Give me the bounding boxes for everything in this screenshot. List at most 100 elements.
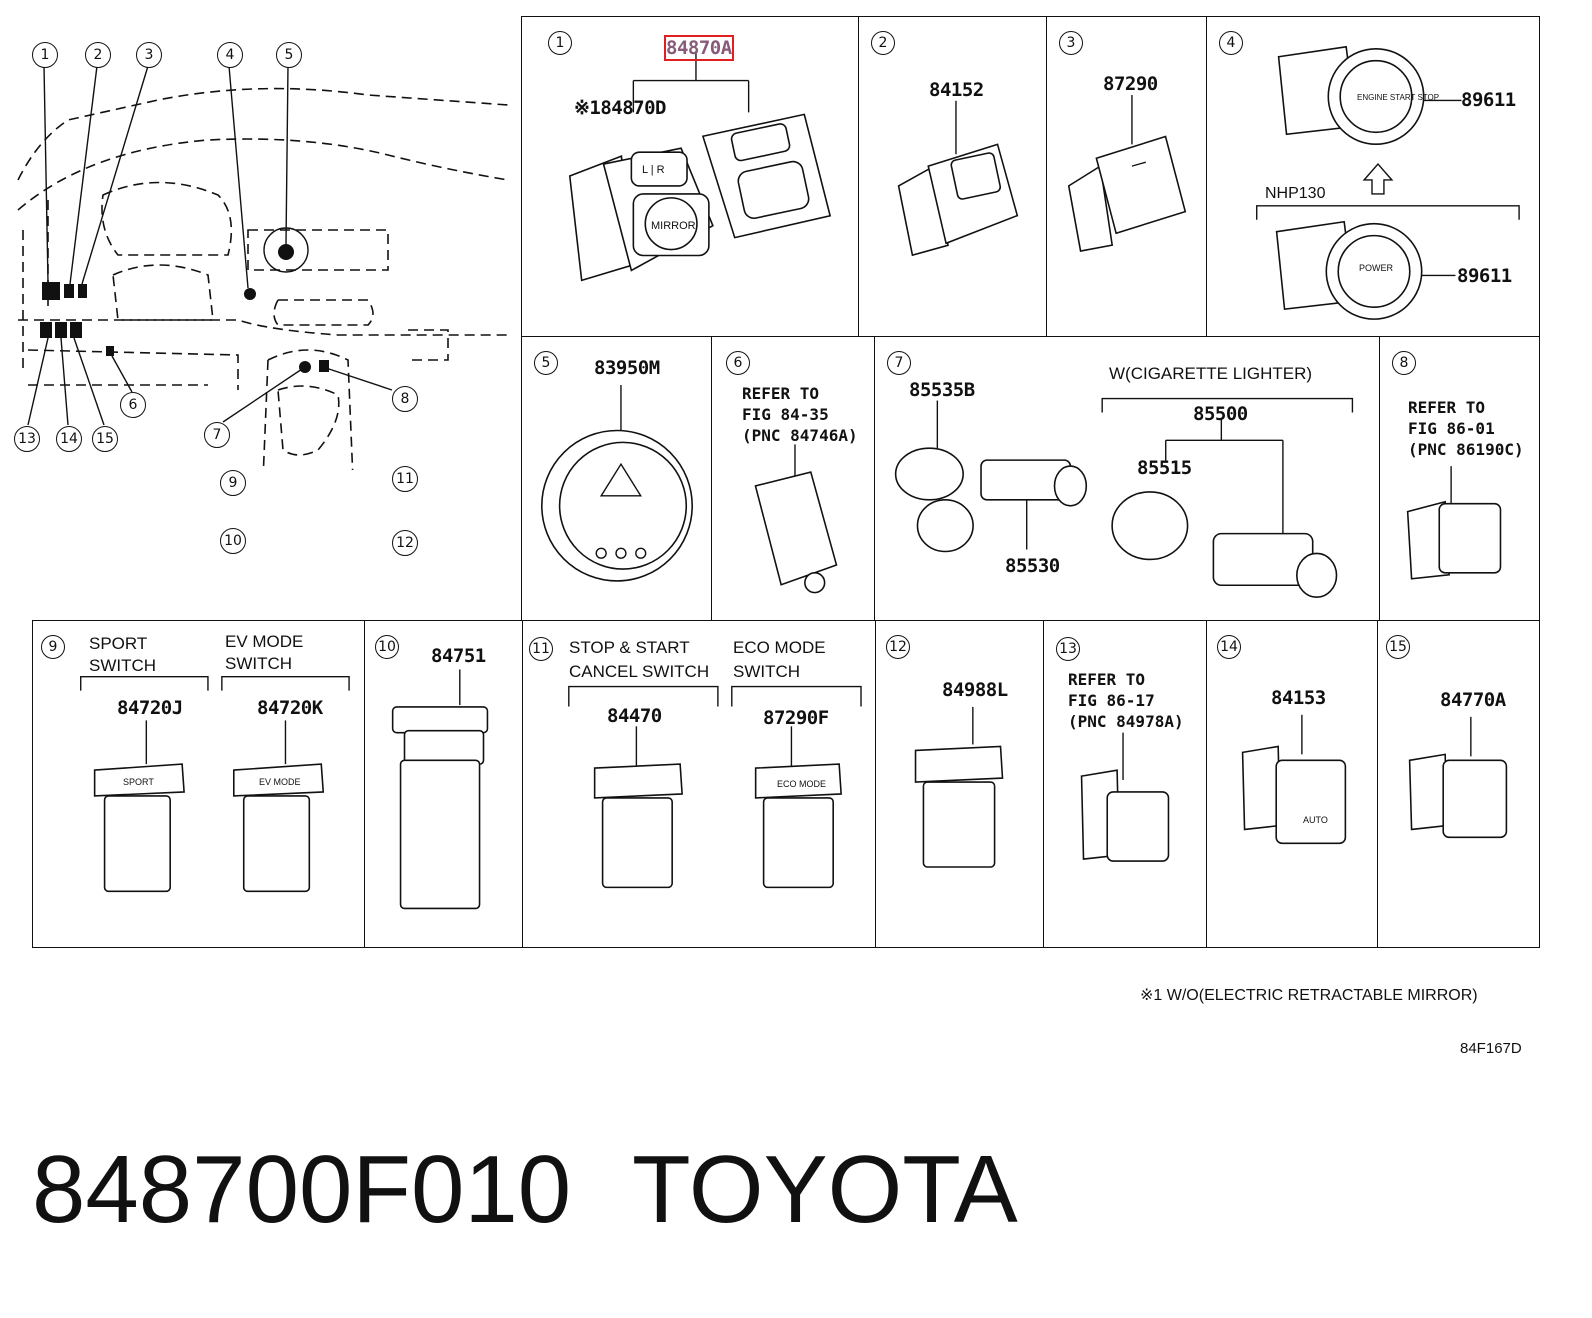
overview-callout-8: 8 — [392, 386, 418, 412]
variant-label-nhp130: NHP130 — [1265, 185, 1326, 202]
title-part-number: 848700F010 — [32, 1136, 572, 1243]
panel-1-index: 1 — [548, 31, 572, 55]
panel-9-index: 9 — [41, 635, 65, 659]
part-number-84720K[interactable]: 84720K — [257, 697, 323, 719]
mirror-lr-label: L | R — [642, 164, 665, 176]
part-number-87290[interactable]: 87290 — [1103, 73, 1158, 95]
part-number-89611-bottom[interactable]: 89611 — [1457, 265, 1512, 287]
panel-15-index: 15 — [1386, 635, 1410, 659]
panel-10: 10 84751 — [364, 620, 524, 948]
eco-mode-switch-label-line1: ECO MODE — [733, 638, 826, 657]
drawing-code: 84F167D — [1460, 1040, 1522, 1057]
panel-14-headlamp-switch: 14 84153 AUTO — [1206, 620, 1379, 948]
cigarette-lighter-drawing — [894, 397, 1354, 598]
panel-7-index: 7 — [887, 351, 911, 375]
power-button-label: POWER — [1359, 263, 1394, 273]
switch-ref-84978A-drawing — [1080, 732, 1170, 862]
panel-2: 2 84152 — [858, 16, 1048, 338]
part-number-85535B[interactable]: 85535B — [909, 379, 975, 401]
panel-5-hazard-switch: 5 83950M — [521, 336, 713, 622]
part-number-84751[interactable]: 84751 — [431, 645, 486, 667]
panel-4-index: 4 — [1219, 31, 1243, 55]
overview-callout-4: 4 — [217, 42, 243, 68]
overview-callout-1: 1 — [32, 42, 58, 68]
panel-13-ref-line1: REFER TO — [1068, 670, 1146, 689]
panel-13-ref-line2[interactable]: FIG 86-17 — [1068, 691, 1155, 710]
part-number-85530[interactable]: 85530 — [1005, 555, 1060, 577]
overview-callout-9: 9 — [220, 470, 246, 496]
overview-callout-6: 6 — [120, 392, 146, 418]
panel-15: 15 84770A — [1377, 620, 1540, 948]
panel-8-index: 8 — [1392, 351, 1416, 375]
panel-6: 6 REFER TO FIG 84-35 (PNC 84746A) — [711, 336, 876, 622]
overview-callout-10: 10 — [220, 528, 246, 554]
hazard-switch-drawing — [541, 384, 693, 582]
panel-13-ref-line3: (PNC 84978A) — [1068, 712, 1184, 731]
part-number-84720J[interactable]: 84720J — [117, 697, 183, 719]
part-number-89611-top[interactable]: 89611 — [1461, 89, 1516, 111]
sport-switch-label-line2: SWITCH — [89, 656, 157, 675]
panel-13-index: 13 — [1056, 637, 1080, 661]
overview-callout-15: 15 — [92, 426, 118, 452]
panel-1-mirror-switch: 1 84870A ※184870D MIRROR L | R — [521, 16, 860, 338]
panel-5-index: 5 — [534, 351, 558, 375]
panel-11-stop-start-eco-switches: 11 STOP & START CANCEL SWITCH ECO MODE S… — [522, 620, 877, 948]
stop-start-cancel-switch-label-line1: STOP & START — [569, 638, 690, 657]
overview-callout-14: 14 — [56, 426, 82, 452]
switch-84152-drawing — [897, 100, 1019, 257]
panel-3-index: 3 — [1059, 31, 1083, 55]
panel-10-index: 10 — [375, 635, 399, 659]
sport-ev-switch-drawing — [80, 675, 350, 893]
ev-mode-switch-face-label: EV MODE — [259, 777, 301, 787]
ev-mode-switch-label-line1: EV MODE — [225, 632, 304, 651]
ev-mode-switch-label-line2: SWITCH — [225, 654, 293, 673]
stop-start-eco-switch-drawing — [568, 685, 862, 889]
part-number-84152[interactable]: 84152 — [929, 79, 984, 101]
switch-ref-86190C-drawing — [1406, 466, 1502, 580]
part-number-83950M[interactable]: 83950M — [594, 357, 660, 379]
sport-switch-face-label: SPORT — [123, 777, 154, 787]
overview-callout-7: 7 — [204, 422, 230, 448]
overview-callout-11: 11 — [392, 466, 418, 492]
overview-callout-3: 3 — [136, 42, 162, 68]
part-number-84153[interactable]: 84153 — [1271, 687, 1326, 709]
headlamp-auto-switch-drawing — [1241, 714, 1347, 845]
panel-7-cigarette-lighter: 7 85535B 85530 W(CIGARETTE LIGHTER) 8550… — [874, 336, 1381, 622]
panel-8-ref-line2[interactable]: FIG 86-01 — [1408, 419, 1495, 438]
start-switch-drawing — [1256, 45, 1520, 320]
panel-4-start-switch: 4 89611 89611 NHP130 ENGINE START STOP P… — [1206, 16, 1540, 338]
switch-87290-drawing — [1067, 95, 1187, 252]
panel-14-index: 14 — [1217, 635, 1241, 659]
part-number-87290F[interactable]: 87290F — [763, 707, 829, 729]
panel-2-index: 2 — [871, 31, 895, 55]
switch-84770A-drawing — [1408, 716, 1508, 839]
auto-switch-face-label: AUTO — [1303, 815, 1328, 825]
part-number-85500[interactable]: 85500 — [1193, 403, 1248, 425]
panel-6-ref-line2[interactable]: FIG 84-35 — [742, 405, 829, 424]
title-brand: TOYOTA — [632, 1136, 1018, 1243]
overview-callout-13: 13 — [14, 426, 40, 452]
engine-start-stop-button-label: ENGINE START STOP — [1357, 93, 1440, 102]
panel-11-index: 11 — [529, 637, 553, 661]
panel-8-ref-line1: REFER TO — [1408, 398, 1486, 417]
panel-12: 12 84988L — [875, 620, 1045, 948]
panel-9-sport-ev-switches: 9 SPORT SWITCH EV MODE SWITCH 84720J 847… — [32, 620, 366, 948]
part-number-84470[interactable]: 84470 — [607, 705, 662, 727]
part-number-84870A[interactable]: 84870A — [664, 35, 734, 61]
overview-callout-5: 5 — [276, 42, 302, 68]
part-number-85515[interactable]: 85515 — [1137, 457, 1192, 479]
mirror-switch-drawing — [568, 52, 832, 282]
part-number-84770A[interactable]: 84770A — [1440, 689, 1506, 711]
sport-switch-label-line1: SPORT — [89, 634, 148, 653]
part-number-84870D[interactable]: ※184870D — [574, 97, 667, 119]
panel-6-ref-line3: (PNC 84746A) — [742, 426, 858, 445]
cigarette-lighter-group-label: W(CIGARETTE LIGHTER) — [1109, 364, 1313, 383]
part-number-84988L[interactable]: 84988L — [942, 679, 1008, 701]
dashboard-overview: 1 2 3 4 5 6 7 8 9 10 11 12 13 14 15 — [8, 30, 513, 556]
panel-8-ref-line3: (PNC 86190C) — [1408, 440, 1524, 459]
footnote: ※1 W/O(ELECTRIC RETRACTABLE MIRROR) — [1140, 987, 1478, 1004]
panel-8: 8 REFER TO FIG 86-01 (PNC 86190C) — [1379, 336, 1540, 622]
panel-6-ref-line1: REFER TO — [742, 384, 820, 403]
switch-84988L-drawing — [914, 706, 1004, 868]
